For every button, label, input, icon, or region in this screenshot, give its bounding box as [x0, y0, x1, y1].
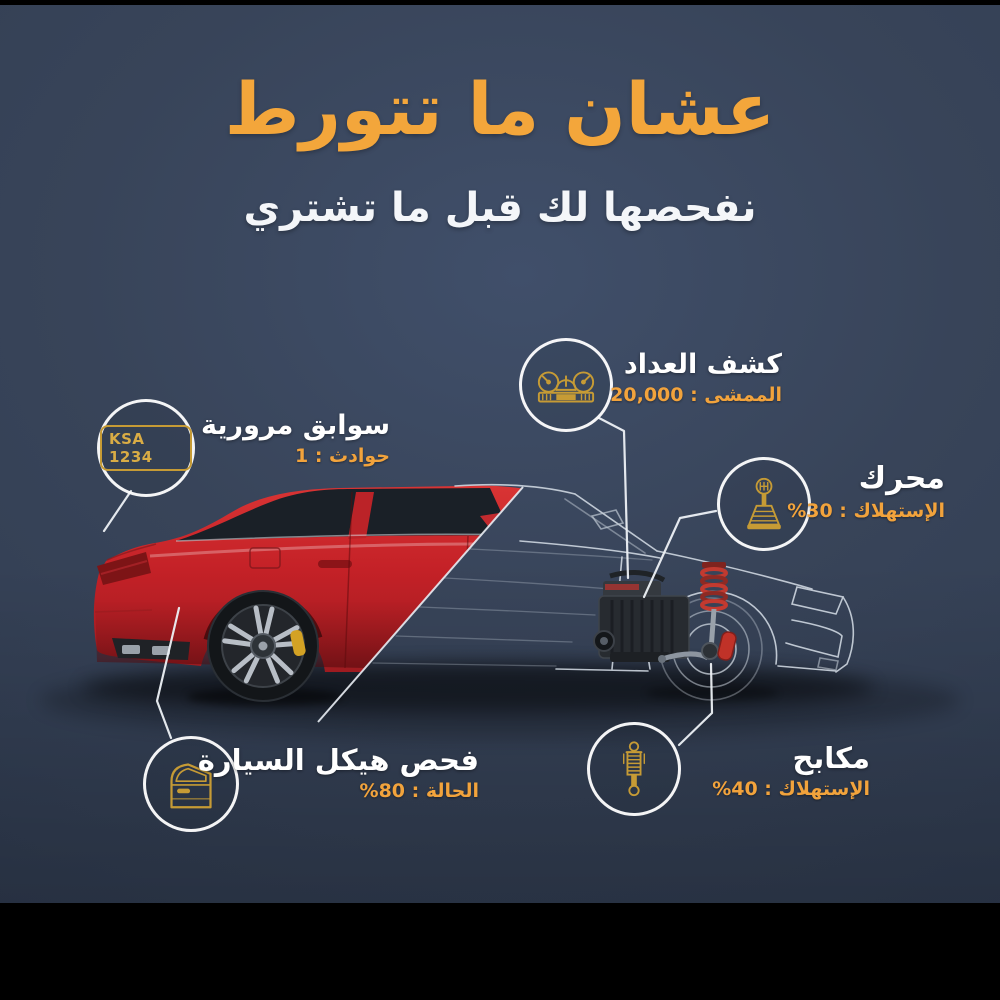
brakes-callout-value: الإستهلاك : 40% [712, 778, 870, 801]
traffic-history-callout-title: سوابق مرورية [201, 410, 390, 441]
body-inspection-callout-bubble [143, 736, 239, 832]
traffic-history-callout-bubble: KSA 1234 [97, 399, 195, 497]
page-subtitle: نفحصها لك قبل ما تشتري [243, 185, 757, 231]
letterbox-bottom [0, 903, 1000, 1000]
brakes-callout-bubble [587, 722, 681, 816]
engine-callout-title: محرك [858, 461, 945, 496]
odometer-callout-title: كشف العداد [623, 349, 782, 380]
letterbox-top [0, 0, 1000, 5]
brakes-callout-title: مكابح [792, 741, 871, 775]
gear-shifter-icon [747, 477, 781, 530]
odometer-gauge-icon [537, 371, 595, 403]
license-plate-icon: KSA 1234 [100, 425, 192, 471]
odometer-callout-bubble [519, 338, 613, 432]
shock-absorber-icon [623, 741, 645, 797]
traffic-history-callout-value: حوادث : 1 [294, 445, 390, 468]
car-door-icon [170, 763, 212, 809]
engine-callout-bubble [717, 457, 811, 551]
body-inspection-callout-value: الحالة : 80% [359, 780, 479, 803]
body-inspection-callout-title: فحص هيكل السيارة [197, 743, 479, 777]
odometer-callout-value: الممشى : 20,000 [610, 384, 782, 407]
engine-callout-value: الإستهلاك : 30% [787, 499, 945, 522]
page-title: عشان ما تتورط [224, 67, 776, 151]
